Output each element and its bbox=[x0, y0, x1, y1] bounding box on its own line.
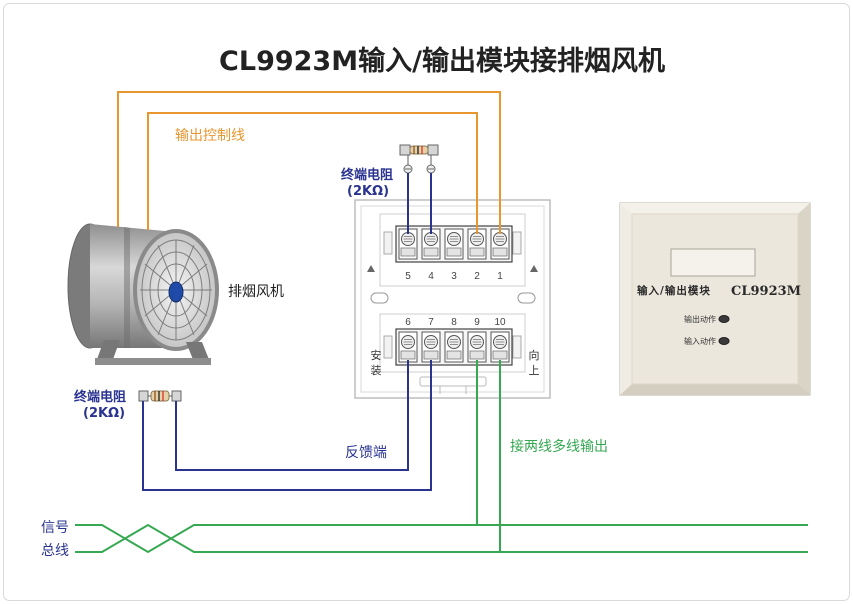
top-terminal-resistor bbox=[399, 144, 439, 174]
up-triangle-marker-right bbox=[530, 265, 538, 272]
terminal-number: 2 bbox=[474, 271, 480, 282]
terminal-number: 5 bbox=[405, 271, 411, 282]
terminal-7 bbox=[421, 331, 441, 363]
panel-bevel-left bbox=[620, 203, 632, 395]
terminal-number: 10 bbox=[494, 317, 506, 328]
panel-bevel-top bbox=[620, 203, 810, 214]
terminal-10 bbox=[490, 331, 510, 363]
signal-bus-label: 信号 bbox=[41, 520, 69, 536]
terminal-number: 8 bbox=[451, 317, 457, 328]
terminal-9 bbox=[467, 331, 487, 363]
panel-face bbox=[631, 213, 799, 385]
output-control-line-label: 输出控制线 bbox=[175, 128, 245, 144]
io-module-panel: 输入/输出模块 CL9923M 输出动作 输入动作 bbox=[619, 202, 811, 396]
feedback-wire-outer bbox=[142, 360, 432, 491]
panel-bevel-bottom bbox=[620, 384, 810, 395]
install-label: 安 bbox=[371, 348, 382, 362]
terminal-number: 4 bbox=[428, 271, 434, 282]
terminal-number: 9 bbox=[474, 317, 480, 328]
signal-bus-line-a bbox=[75, 524, 808, 554]
fan-stand-leg-left bbox=[96, 340, 120, 362]
up-label: 上 bbox=[529, 364, 540, 377]
terminal-number: 3 bbox=[451, 271, 457, 282]
input-indicator-led bbox=[718, 337, 730, 345]
fan-grill bbox=[140, 239, 212, 341]
terminal-8 bbox=[444, 331, 464, 363]
panel-module-name: 输入/输出模块 bbox=[637, 284, 711, 297]
terminal-3 bbox=[444, 228, 464, 260]
feedback-wire-inner bbox=[175, 360, 409, 471]
two-wire-output-label: 接两线多线输出 bbox=[510, 438, 608, 455]
fan-label: 排烟风机 bbox=[228, 284, 284, 300]
output-control-wire-inner bbox=[147, 112, 478, 234]
terminal-number: 1 bbox=[497, 271, 503, 282]
fan-stand-base bbox=[95, 358, 211, 365]
terminal-block-inner-frame bbox=[360, 205, 545, 393]
panel-bevel-right bbox=[798, 203, 810, 395]
top-resistor-value: (2KΩ) bbox=[347, 184, 389, 199]
bottom-resistor-label: 终端电阻 bbox=[74, 389, 126, 405]
fan-clamp-band bbox=[124, 227, 130, 348]
fan-motor-hub bbox=[168, 281, 184, 303]
top-terminal-housing bbox=[379, 213, 526, 287]
signal-bus-line-b bbox=[75, 523, 808, 553]
mounting-slot-left bbox=[370, 292, 389, 304]
output-indicator-led bbox=[718, 315, 730, 323]
signal-bus-label: 总线 bbox=[41, 543, 69, 559]
mounting-slot-right bbox=[517, 292, 536, 304]
terminal-number: 7 bbox=[428, 317, 434, 328]
feedback-label: 反馈端 bbox=[345, 445, 387, 461]
bottom-terminal-housing bbox=[379, 313, 526, 373]
install-label: 装 bbox=[371, 364, 382, 377]
panel-model-number: CL9923M bbox=[731, 284, 801, 299]
side-rib-left-lower bbox=[383, 335, 393, 359]
page-title: CL9923M输入/输出模块接排烟风机 bbox=[219, 45, 665, 77]
up-triangle-marker-left bbox=[367, 265, 375, 272]
terminal-number: 6 bbox=[405, 317, 411, 328]
bottom-clip bbox=[419, 376, 487, 387]
side-rib-right-lower bbox=[512, 335, 522, 359]
smoke-exhaust-fan bbox=[67, 223, 219, 365]
terminal-6 bbox=[398, 331, 418, 363]
fan-stand-leg-right bbox=[186, 342, 210, 362]
top-resistor-label: 终端电阻 bbox=[341, 167, 393, 183]
up-label: 向 bbox=[529, 348, 540, 362]
side-rib-right bbox=[512, 231, 522, 255]
bottom-resistor-value: (2KΩ) bbox=[83, 406, 125, 421]
side-rib-left bbox=[383, 231, 393, 255]
output-control-wire-outer bbox=[117, 91, 501, 234]
terminal-block: 5 4 3 2 1 6 7 8 9 10 安 装 向 上 bbox=[354, 199, 551, 399]
bottom-terminal-resistor bbox=[138, 390, 182, 402]
panel-window bbox=[670, 248, 756, 277]
output-indicator-label: 输出动作 bbox=[684, 314, 716, 324]
input-indicator-label: 输入动作 bbox=[684, 336, 716, 346]
